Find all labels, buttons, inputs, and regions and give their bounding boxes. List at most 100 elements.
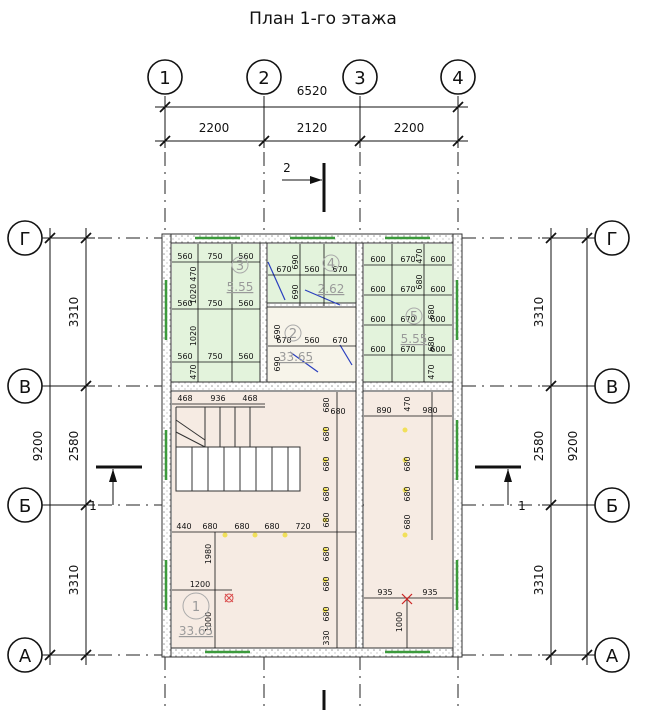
svg-text:330: 330 (322, 630, 331, 645)
dim-right-span-1: 3310 (532, 297, 546, 328)
svg-text:670: 670 (400, 255, 415, 264)
svg-text:В: В (606, 377, 618, 398)
svg-text:4: 4 (452, 68, 463, 89)
svg-text:670: 670 (332, 265, 347, 274)
svg-text:680: 680 (403, 486, 412, 501)
axis-bubble-3: 3 (342, 59, 378, 95)
svg-text:680: 680 (403, 456, 412, 471)
window-marks (164, 236, 459, 654)
svg-text:1: 1 (89, 499, 97, 513)
staircase (175, 406, 301, 492)
axis-bubble-2: 2 (246, 59, 282, 95)
svg-text:670: 670 (276, 336, 291, 345)
right-dimension-lines (542, 228, 594, 665)
dim-left-span-2: 2580 (67, 431, 81, 462)
svg-text:690: 690 (273, 324, 282, 339)
svg-text:В: В (19, 377, 31, 398)
svg-text:680: 680 (403, 514, 412, 529)
dim-left-total: 9200 (31, 431, 45, 462)
svg-text:3: 3 (236, 259, 244, 274)
section-mark-right: 1 (475, 465, 526, 513)
axis-bubble-right-A: А (594, 637, 630, 673)
svg-text:600: 600 (430, 345, 445, 354)
svg-text:890: 890 (376, 406, 391, 415)
svg-text:750: 750 (207, 352, 222, 361)
svg-text:600: 600 (370, 315, 385, 324)
svg-text:470: 470 (189, 266, 198, 281)
dim-right-span-3: 3310 (532, 565, 546, 596)
svg-text:33.65: 33.65 (179, 624, 213, 638)
svg-text:560: 560 (238, 352, 253, 361)
dim-top-total: 6520 (297, 84, 328, 98)
room-label-1: 1 33.65 (179, 592, 213, 638)
section-mark-left: 1 (89, 465, 142, 513)
svg-text:690: 690 (291, 254, 300, 269)
svg-text:600: 600 (370, 285, 385, 294)
svg-text:2: 2 (283, 161, 291, 175)
ceiling-points (222, 427, 408, 613)
svg-text:600: 600 (430, 315, 445, 324)
section-mark-top: 2 (282, 161, 326, 212)
svg-text:980: 980 (422, 406, 437, 415)
top-dimension-lines (155, 100, 468, 148)
axis-bubble-left-V: В (7, 368, 43, 404)
dim-left-span-1: 3310 (67, 297, 81, 328)
svg-text:1000: 1000 (395, 612, 404, 632)
svg-text:Б: Б (19, 496, 31, 517)
svg-text:1000: 1000 (204, 612, 213, 632)
svg-text:680: 680 (202, 522, 217, 531)
svg-text:3: 3 (354, 68, 365, 89)
svg-text:680: 680 (415, 274, 424, 289)
svg-text:1020: 1020 (189, 326, 198, 346)
svg-text:690: 690 (273, 356, 282, 371)
svg-text:600: 600 (370, 255, 385, 264)
svg-text:680: 680 (322, 486, 331, 501)
svg-text:680: 680 (264, 522, 279, 531)
room-label-4: 4 2.62 (318, 254, 344, 296)
svg-text:670: 670 (400, 345, 415, 354)
svg-text:1: 1 (518, 499, 526, 513)
axis-bubble-right-G: Г (594, 220, 630, 256)
svg-text:440: 440 (176, 522, 191, 531)
svg-text:560: 560 (304, 265, 319, 274)
room-label-5: 5 5.55 (401, 307, 428, 346)
svg-text:680: 680 (322, 606, 331, 621)
svg-text:680: 680 (234, 522, 249, 531)
svg-text:680: 680 (322, 426, 331, 441)
svg-text:А: А (19, 646, 32, 667)
svg-text:670: 670 (276, 265, 291, 274)
dim-left-span-3: 3310 (67, 565, 81, 596)
svg-text:470: 470 (427, 364, 436, 379)
svg-text:468: 468 (242, 394, 257, 403)
svg-text:А: А (606, 646, 619, 667)
svg-text:5.55: 5.55 (401, 332, 428, 346)
svg-text:5.55: 5.55 (227, 280, 254, 294)
dim-top-span-3: 2200 (394, 121, 425, 135)
svg-text:2: 2 (258, 68, 269, 89)
axis-bubble-left-A: А (7, 637, 43, 673)
left-dimension-lines (44, 228, 95, 665)
svg-text:1020: 1020 (189, 284, 198, 304)
svg-text:470: 470 (415, 248, 424, 263)
inner-dimension-lines (172, 244, 452, 648)
svg-text:468: 468 (177, 394, 192, 403)
svg-text:470: 470 (189, 364, 198, 379)
svg-text:1: 1 (192, 600, 200, 615)
room-label-3: 3 5.55 (227, 256, 254, 294)
inner-dimension-labels: 560 750 560 560 750 560 560 750 560 470 … (176, 248, 445, 645)
svg-text:4: 4 (327, 257, 335, 272)
svg-text:470: 470 (403, 396, 412, 411)
svg-text:680: 680 (322, 512, 331, 527)
svg-text:720: 720 (295, 522, 310, 531)
svg-text:680: 680 (427, 304, 436, 319)
svg-text:1200: 1200 (190, 580, 210, 589)
axis-bubble-4: 4 (440, 59, 476, 95)
svg-text:5: 5 (410, 310, 418, 325)
svg-text:680: 680 (322, 397, 331, 412)
svg-text:560: 560 (238, 252, 253, 261)
svg-text:935: 935 (377, 588, 392, 597)
svg-text:2: 2 (289, 327, 297, 342)
svg-text:670: 670 (400, 315, 415, 324)
dim-top-span-2: 2120 (297, 121, 328, 135)
